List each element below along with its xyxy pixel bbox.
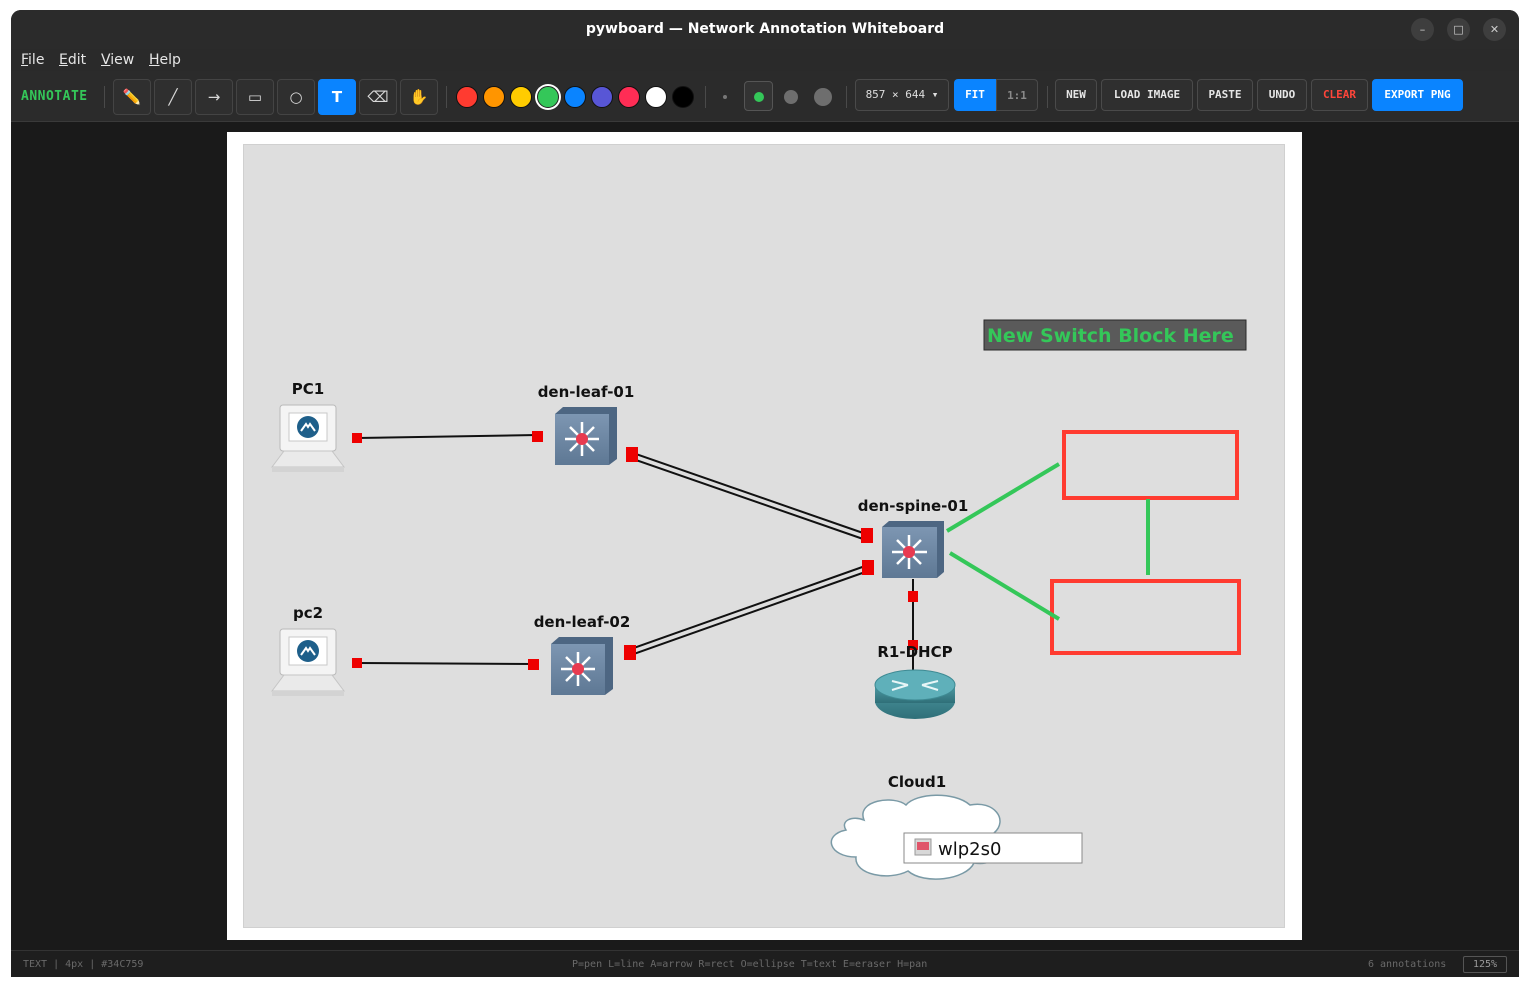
brush-size-12[interactable] bbox=[814, 88, 832, 106]
toolbar-divider bbox=[705, 86, 706, 108]
color-swatch-orange[interactable] bbox=[483, 86, 505, 108]
cloud-interface-label: wlp2s0 bbox=[938, 839, 1001, 860]
app-window: pywboard — Network Annotation Whiteboard… bbox=[11, 10, 1519, 977]
network-topology: PC1 pc2 bbox=[271, 319, 1247, 880]
brush-size-4-selected[interactable] bbox=[744, 81, 773, 111]
pc1-label: PC1 bbox=[292, 380, 324, 398]
status-shortcuts: P=pen L=line A=arrow R=rect O=ellipse T=… bbox=[572, 959, 928, 970]
close-button[interactable]: ✕ bbox=[1483, 18, 1506, 41]
annotation-text-box[interactable] bbox=[983, 319, 1247, 351]
window-title: pywboard — Network Annotation Whiteboard bbox=[585, 21, 945, 37]
canvas-size-dropdown[interactable]: 857 × 644 ▾ bbox=[855, 79, 949, 111]
toolbar-divider bbox=[1047, 86, 1048, 108]
spine-node: den-spine-01 bbox=[858, 497, 969, 578]
ellipse-tool-button[interactable]: ○ bbox=[277, 79, 315, 115]
annotation-rect-bottom[interactable] bbox=[1050, 579, 1241, 655]
pc2-node: pc2 bbox=[271, 604, 345, 696]
status-bar: TEXT | 4px | #34C759 P=pen L=line A=arro… bbox=[11, 950, 1519, 977]
color-swatch-white[interactable] bbox=[645, 86, 667, 108]
menu-edit[interactable]: Edit bbox=[59, 52, 87, 68]
arrow-tool-button[interactable]: → bbox=[195, 79, 233, 115]
brush-size-2[interactable] bbox=[723, 95, 727, 99]
menu-help[interactable]: Help bbox=[149, 52, 181, 68]
port-markers bbox=[352, 431, 918, 670]
export-png-button[interactable]: EXPORT PNG bbox=[1372, 79, 1463, 111]
color-swatch-red[interactable] bbox=[456, 86, 478, 108]
color-swatch-yellow[interactable] bbox=[510, 86, 532, 108]
color-swatch-black[interactable] bbox=[672, 86, 694, 108]
color-swatch-green[interactable] bbox=[537, 86, 559, 108]
load-image-button[interactable]: LOAD IMAGE bbox=[1101, 79, 1193, 111]
fit-button[interactable]: FIT bbox=[954, 79, 996, 111]
spine-label: den-spine-01 bbox=[858, 497, 969, 515]
toolbar-divider bbox=[104, 86, 105, 108]
annotation-text: New Switch Block Here bbox=[987, 325, 1234, 347]
annotation-rect-top[interactable] bbox=[1062, 430, 1239, 500]
canvas-area[interactable]: PC1 pc2 bbox=[11, 122, 1519, 950]
menu-file[interactable]: File bbox=[21, 52, 45, 68]
title-bar: pywboard — Network Annotation Whiteboard… bbox=[11, 10, 1519, 49]
toolbar-divider bbox=[846, 86, 847, 108]
cloud-label: Cloud1 bbox=[888, 773, 946, 791]
toolbar-divider bbox=[446, 86, 447, 108]
color-swatch-purple[interactable] bbox=[591, 86, 613, 108]
brush-size-8[interactable] bbox=[784, 90, 798, 104]
leaf2-label: den-leaf-02 bbox=[534, 613, 631, 631]
undo-button[interactable]: UNDO bbox=[1257, 79, 1307, 111]
line-tool-button[interactable]: ╱ bbox=[154, 79, 192, 115]
text-tool-button[interactable]: T bbox=[318, 79, 356, 115]
loaded-network-image[interactable]: PC1 pc2 bbox=[243, 144, 1285, 928]
menu-view[interactable]: View bbox=[101, 52, 135, 68]
links bbox=[356, 434, 914, 678]
status-annotation-count: 6 annotations bbox=[1368, 959, 1447, 970]
maximize-button[interactable]: □ bbox=[1447, 18, 1470, 41]
canvas-paper[interactable]: PC1 pc2 bbox=[227, 132, 1302, 940]
new-button[interactable]: NEW bbox=[1055, 79, 1097, 111]
toolbar: ANNOTATE ✏️ ╱ → ▭ ○ T ⌫ ✋ 857 × 644 ▾ FI… bbox=[11, 71, 1519, 122]
pc2-label: pc2 bbox=[293, 604, 323, 622]
paste-button[interactable]: PASTE bbox=[1197, 79, 1253, 111]
clear-button[interactable]: CLEAR bbox=[1311, 79, 1368, 111]
pen-tool-button[interactable]: ✏️ bbox=[113, 79, 151, 115]
pan-tool-button[interactable]: ✋ bbox=[400, 79, 438, 115]
eraser-tool-button[interactable]: ⌫ bbox=[359, 79, 397, 115]
status-tool-info: TEXT | 4px | #34C759 bbox=[23, 959, 144, 970]
mode-label: ANNOTATE bbox=[21, 89, 88, 104]
annotation-line-upper[interactable] bbox=[945, 462, 1061, 533]
brush-size-4-dot bbox=[754, 92, 764, 102]
menu-bar: File Edit View Help bbox=[11, 49, 1519, 71]
user-annotations[interactable]: New Switch Block Here bbox=[945, 319, 1247, 655]
router-node: R1-DHCP bbox=[874, 643, 956, 719]
minimize-button[interactable]: – bbox=[1411, 18, 1434, 41]
color-swatch-pink[interactable] bbox=[618, 86, 640, 108]
pc1-node: PC1 bbox=[271, 380, 345, 472]
annotation-line-lower[interactable] bbox=[948, 551, 1061, 621]
leaf1-label: den-leaf-01 bbox=[538, 383, 635, 401]
zoom-indicator[interactable]: 125% bbox=[1463, 956, 1507, 973]
canvas-edge-dots bbox=[243, 932, 1285, 936]
actual-size-button[interactable]: 1:1 bbox=[996, 79, 1038, 111]
color-swatch-blue[interactable] bbox=[564, 86, 586, 108]
cloud-node: Cloud1 wlp2s0 bbox=[830, 773, 1083, 880]
router-label: R1-DHCP bbox=[877, 643, 952, 661]
leaf2-node: den-leaf-02 bbox=[534, 613, 631, 695]
rect-tool-button[interactable]: ▭ bbox=[236, 79, 274, 115]
leaf1-node: den-leaf-01 bbox=[538, 383, 635, 465]
